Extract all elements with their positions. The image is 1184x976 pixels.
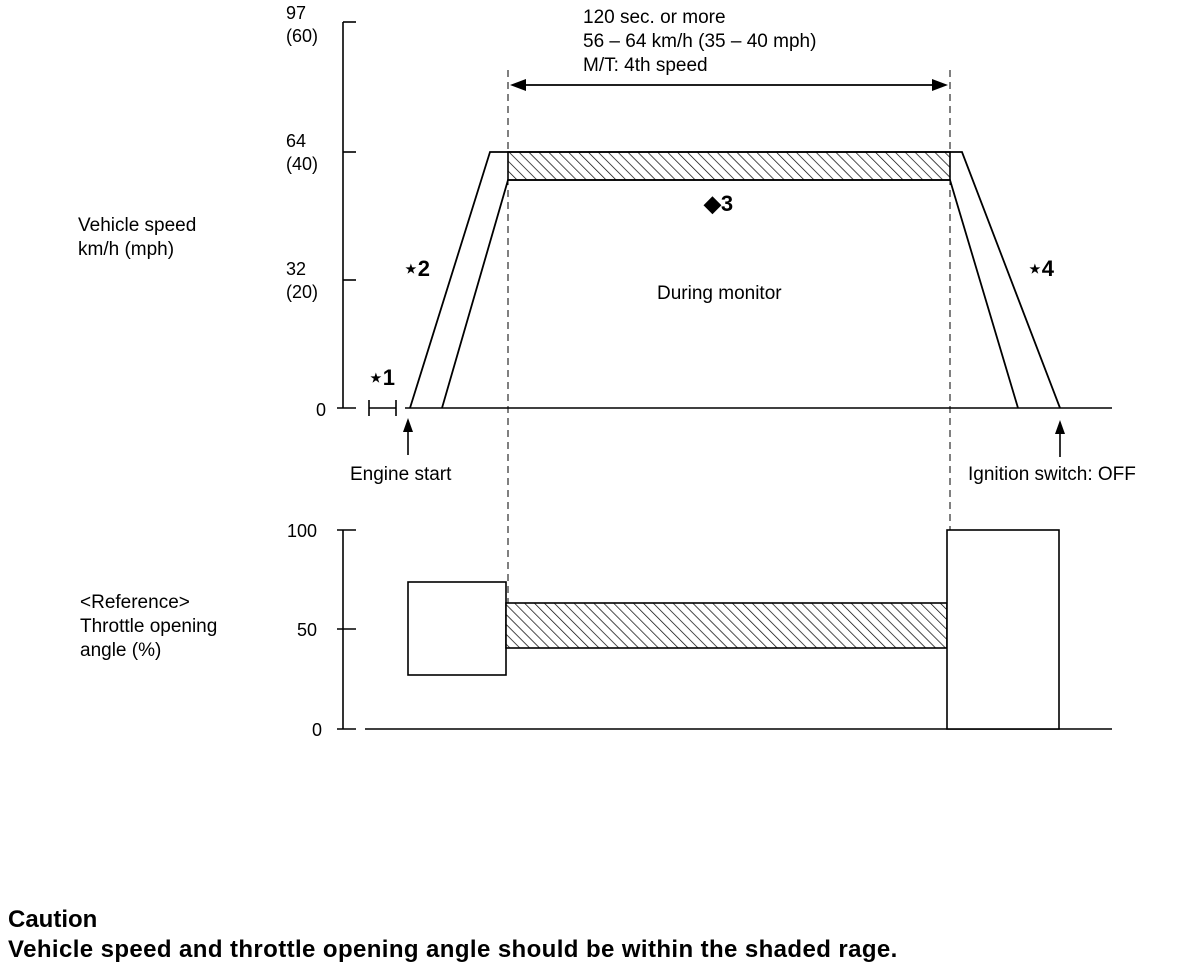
- gear-text: M/T: 4th speed: [583, 55, 708, 76]
- engine-start-arrow: [403, 418, 413, 455]
- throttle-tick-50: 50: [297, 620, 317, 640]
- speed-tick-97: 97: [286, 3, 306, 23]
- engine-start-label: Engine start: [350, 464, 452, 485]
- speed-tick-60mph: (60): [286, 26, 318, 46]
- speed-tick-40mph: (40): [286, 154, 318, 174]
- speed-tick-32: 32: [286, 259, 306, 279]
- ignition-off-arrow: [1055, 420, 1065, 457]
- idle-period-bracket: [368, 400, 397, 416]
- step-1-marker: ⋆1: [369, 365, 395, 390]
- throttle-tick-100: 100: [287, 521, 317, 541]
- caution-title: Caution: [8, 906, 98, 933]
- speed-axis-label: Vehicle speed: [78, 215, 196, 236]
- speed-tick-64: 64: [286, 131, 306, 151]
- throttle-reference-label: <Reference>: [80, 592, 190, 613]
- throttle-axis-label: Throttle opening: [80, 616, 217, 637]
- speed-axis-unit: km/h (mph): [78, 239, 174, 260]
- step-3-marker: ◆3: [703, 191, 733, 216]
- duration-text: 120 sec. or more: [583, 7, 726, 28]
- caution-text: Vehicle speed and throttle opening angle…: [8, 936, 898, 963]
- speed-tick-20mph: (20): [286, 282, 318, 302]
- throttle-profile: [407, 529, 1060, 730]
- during-monitor-label: During monitor: [657, 283, 782, 304]
- monitor-guides: [507, 70, 951, 604]
- throttle-tick-0: 0: [312, 720, 322, 740]
- speed-axis: [337, 21, 1112, 409]
- ignition-off-label: Ignition switch: OFF: [968, 464, 1136, 485]
- step-2-marker: ⋆2: [404, 256, 430, 281]
- step-4-marker: ⋆4: [1028, 256, 1055, 281]
- speed-tick-0: 0: [316, 400, 326, 420]
- throttle-axis-unit: angle (%): [80, 640, 161, 661]
- speed-range-text: 56 – 64 km/h (35 – 40 mph): [583, 31, 816, 52]
- duration-arrow: [510, 79, 948, 91]
